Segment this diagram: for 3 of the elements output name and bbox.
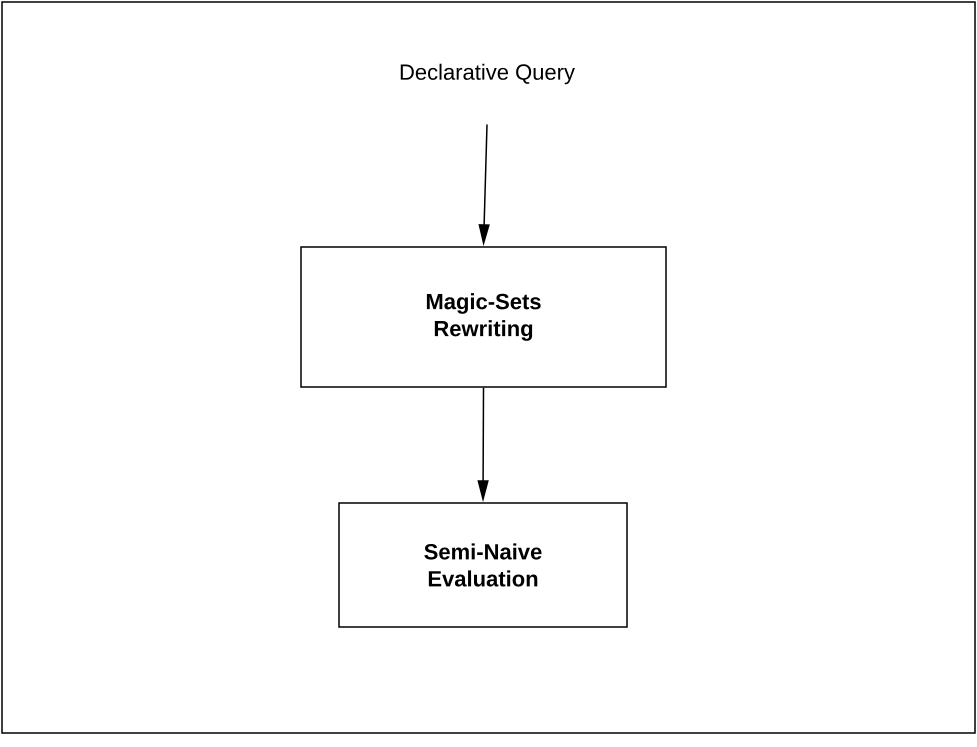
process-box: Semi-Naive Evaluation [338, 502, 628, 628]
process-box: Magic-Sets Rewriting [300, 246, 667, 388]
query-label: Declarative Query [400, 64, 575, 84]
